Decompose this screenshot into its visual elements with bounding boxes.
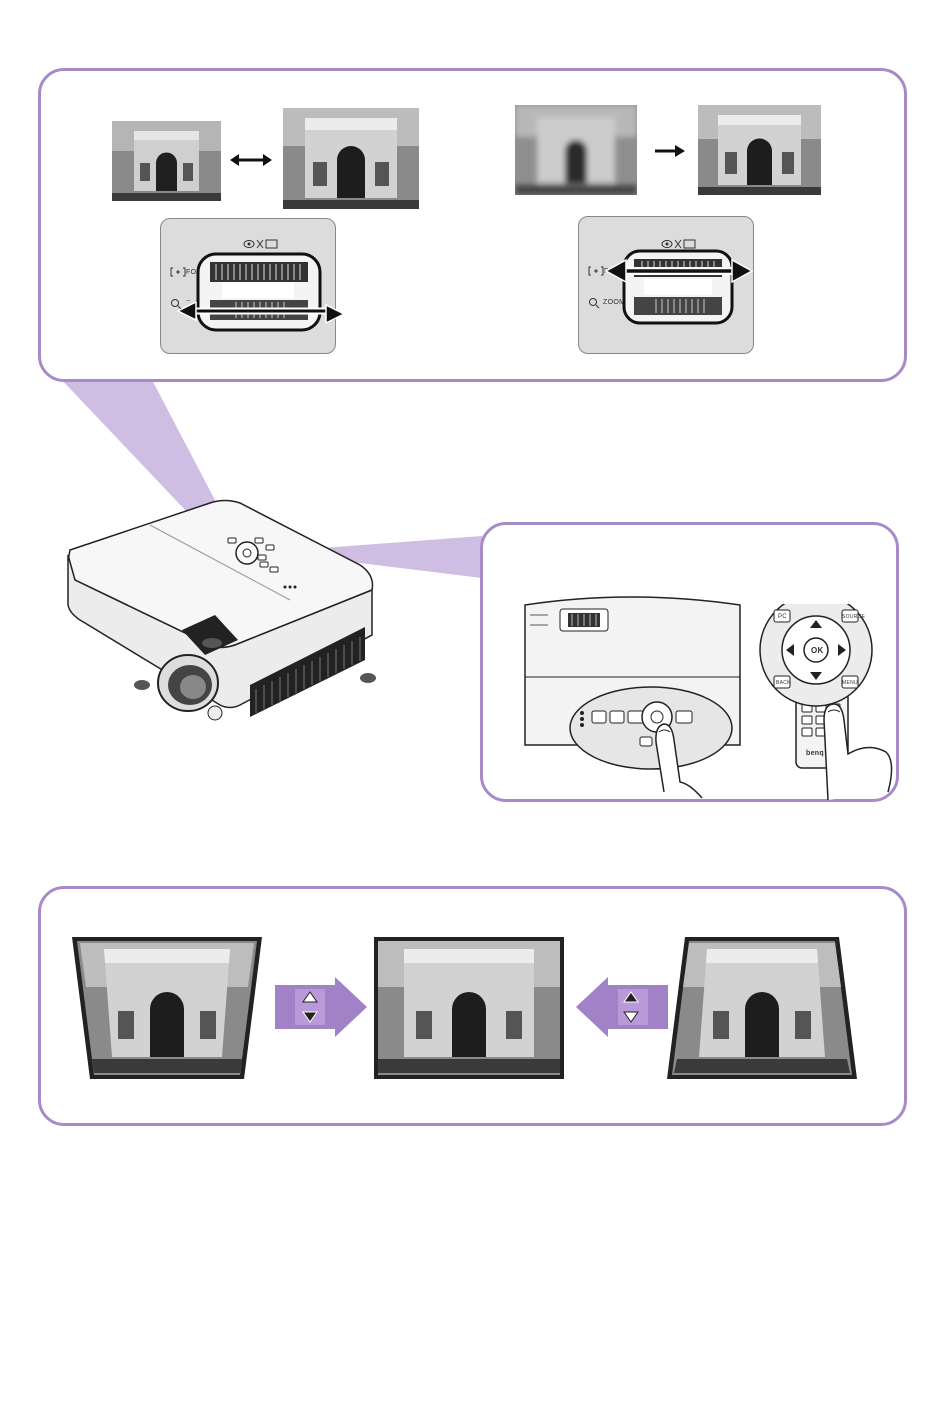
keystone-arrow-right (275, 977, 367, 1037)
magnifier-icon-2 (588, 297, 600, 309)
arch-photo-small (112, 121, 221, 201)
keystone-down-up-icon (622, 990, 640, 1024)
double-arrow-icon (230, 152, 272, 168)
remote-ok-label[interactable]: OK (811, 646, 824, 655)
remote-menu-label[interactable]: MENU (842, 680, 858, 686)
projector-lens (158, 655, 218, 711)
right-arrow-icon (655, 144, 685, 158)
finger-pressing-remote (818, 692, 898, 802)
arch-photo-sharp (698, 105, 821, 195)
finger-pressing-keypad (650, 712, 710, 802)
remote-pc-label[interactable]: PC (778, 614, 787, 620)
eye-x-screen-icon (243, 238, 279, 250)
focus-bracket-icon-2 (588, 266, 604, 276)
remote-source-label[interactable]: SOURCE (842, 614, 865, 620)
focus-bracket-icon (170, 267, 186, 277)
arch-photo-blurry (515, 105, 637, 195)
projector-illustration (60, 495, 390, 745)
keystone-corrected-photo (374, 937, 564, 1079)
arch-photo-large (283, 108, 419, 209)
remote-back-label[interactable]: BACK (776, 680, 791, 686)
keystone-wide-bottom-photo (667, 937, 857, 1079)
keystone-wide-top-photo (72, 937, 262, 1079)
keystone-up-down-icon (301, 990, 319, 1024)
focus-ring-arrow (604, 258, 754, 284)
zoom-ring-arrow (176, 302, 346, 324)
